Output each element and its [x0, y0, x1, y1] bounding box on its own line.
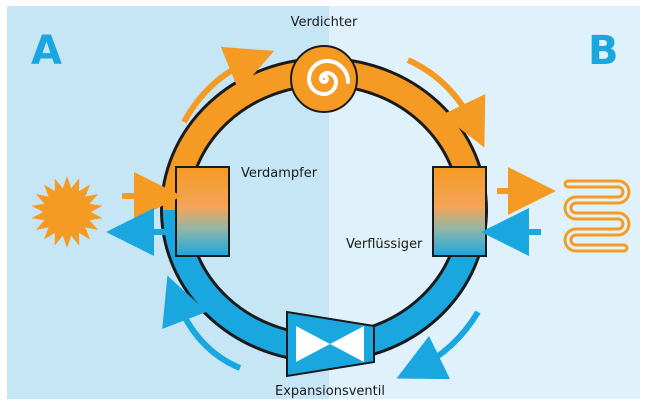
- flow-arrow-lower-right: [396, 310, 481, 380]
- compressor-label: Verdichter: [291, 15, 358, 30]
- expansion-valve-icon: [286, 310, 375, 378]
- expansion-valve-label: Expansionsventil: [275, 384, 385, 399]
- side-a-letter: A: [31, 28, 62, 74]
- flow-arrow-lower-left: [162, 275, 242, 371]
- condenser-label: Verflüssiger: [346, 237, 423, 252]
- heating-coil-icon: [563, 179, 631, 253]
- evaporator-block: [175, 166, 230, 257]
- sun-icon: [31, 176, 103, 248]
- condenser-block: [432, 166, 487, 257]
- flow-arrow-upper-right: [406, 57, 486, 148]
- flow-arrow-upper-left: [181, 46, 275, 124]
- compressor-icon: [290, 45, 358, 113]
- evaporator-label: Verdampfer: [241, 166, 318, 181]
- side-b-letter: B: [588, 28, 619, 74]
